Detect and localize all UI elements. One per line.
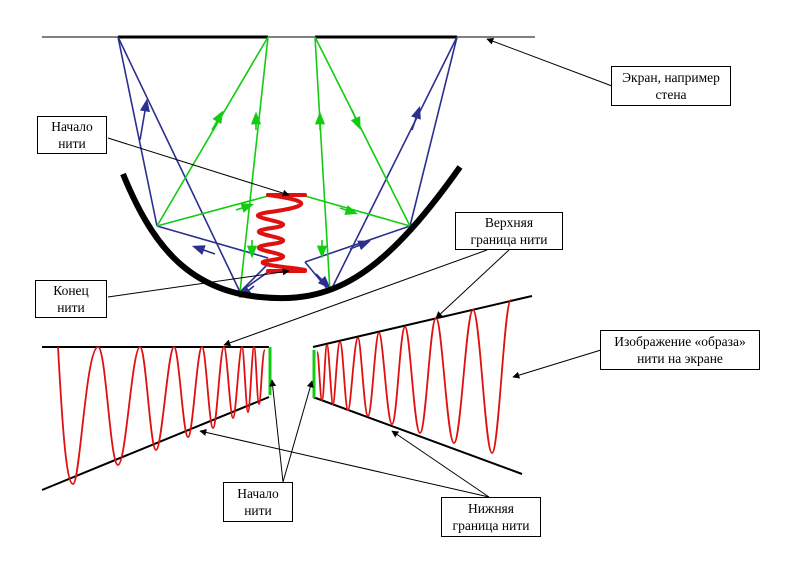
label-thread-start-top-line1: Начало	[51, 119, 93, 134]
image-left	[41, 346, 272, 491]
label-lower-boundary-line1: Нижняя	[468, 501, 514, 516]
arrow-start-bottom-right	[282, 380, 314, 483]
arrow-screen	[486, 37, 613, 87]
right-upper-boundary	[312, 295, 533, 348]
reflector-mirror	[120, 165, 463, 302]
label-image-line2: нити на экране	[637, 351, 723, 366]
label-image-on-screen: Изображение «образа» нити на экране	[600, 330, 760, 370]
arrow-thread-end	[107, 268, 290, 298]
label-thread-start-top: Начало нити	[37, 116, 107, 154]
label-screen: Экран, например стена	[611, 66, 731, 106]
blue-arrowheads	[139, 98, 421, 298]
right-thread-wave	[316, 299, 512, 454]
arrow-start-bottom-left	[269, 379, 284, 483]
label-lower-boundary-line2: граница нити	[452, 518, 530, 533]
label-image-line1: Изображение «образа»	[614, 334, 746, 349]
label-upper-boundary: Верхняя граница нити	[455, 212, 563, 250]
label-thread-end-line1: Конец	[53, 283, 89, 298]
green-rays	[156, 36, 411, 293]
arrow-thread-start-top	[107, 137, 290, 197]
label-thread-start-bottom-line1: Начало	[237, 486, 279, 501]
label-thread-end-line2: нити	[57, 300, 85, 315]
label-lower-boundary: Нижняя граница нити	[441, 497, 541, 537]
label-upper-boundary-line2: граница нити	[470, 232, 548, 247]
label-thread-end: Конец нити	[35, 280, 107, 318]
pointer-arrows	[107, 37, 613, 498]
label-screen-line1: Экран, например	[622, 70, 720, 85]
label-thread-start-bottom-line2: нити	[244, 503, 272, 518]
arrow-lower-right	[391, 430, 490, 498]
label-upper-boundary-line1: Верхняя	[484, 215, 534, 230]
green-arrowheads	[211, 109, 361, 259]
label-thread-start-bottom: Начало нити	[223, 482, 293, 522]
label-screen-line2: стена	[655, 87, 687, 102]
arrow-lower-left	[199, 428, 490, 498]
arrow-image	[512, 349, 602, 379]
left-thread-wave	[57, 346, 266, 485]
right-lower-boundary	[312, 396, 523, 475]
arrow-upper-left	[223, 249, 488, 347]
arrow-upper-right	[435, 249, 510, 319]
label-thread-start-top-line2: нити	[58, 136, 86, 151]
filament-coil	[255, 193, 307, 273]
image-right	[312, 295, 533, 475]
